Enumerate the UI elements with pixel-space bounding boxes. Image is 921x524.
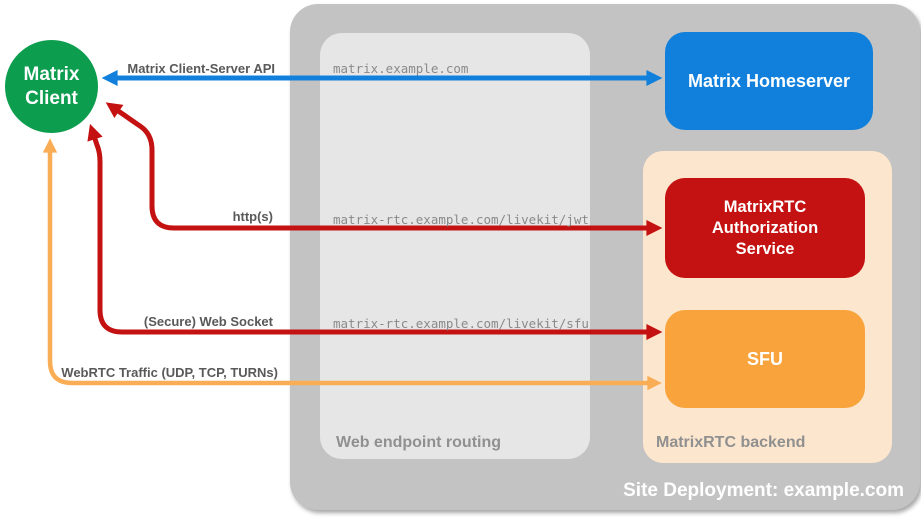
- node-matrix-client: Matrix Client: [5, 40, 98, 133]
- matrix-client-label-line1: Matrix: [23, 63, 80, 85]
- matrix-homeserver-label: Matrix Homeserver: [687, 70, 851, 91]
- node-matrixrtc-authorization-service: MatrixRTC Authorization Service: [665, 178, 865, 278]
- endpoint-livekit-sfu: matrix-rtc.example.com/livekit/sfu: [333, 316, 589, 331]
- label-https: http(s): [232, 209, 273, 224]
- matrix-client-label-line2: Client: [25, 87, 78, 109]
- label-webrtc-traffic: WebRTC Traffic (UDP, TCP, TURNs): [61, 365, 278, 380]
- node-matrix-homeserver: Matrix Homeserver: [665, 32, 873, 130]
- node-sfu: SFU: [665, 310, 865, 408]
- endpoint-livekit-jwt: matrix-rtc.example.com/livekit/jwt: [333, 212, 589, 227]
- label-client-server-api: Matrix Client-Server API: [127, 61, 275, 76]
- web-endpoint-routing-box: [320, 33, 590, 459]
- web-endpoint-routing-label: Web endpoint routing: [336, 434, 502, 451]
- auth-service-label-line2: Authorization: [711, 218, 819, 237]
- sfu-label: SFU: [747, 348, 783, 369]
- label-websocket: (Secure) Web Socket: [143, 314, 273, 329]
- site-deployment-label: Site Deployment: example.com: [623, 480, 904, 501]
- endpoint-matrix-example-com: matrix.example.com: [333, 61, 469, 76]
- auth-service-label-line1: MatrixRTC: [723, 197, 807, 216]
- matrixrtc-backend-label: MatrixRTC backend: [656, 434, 806, 451]
- auth-service-label-line3: Service: [735, 239, 795, 258]
